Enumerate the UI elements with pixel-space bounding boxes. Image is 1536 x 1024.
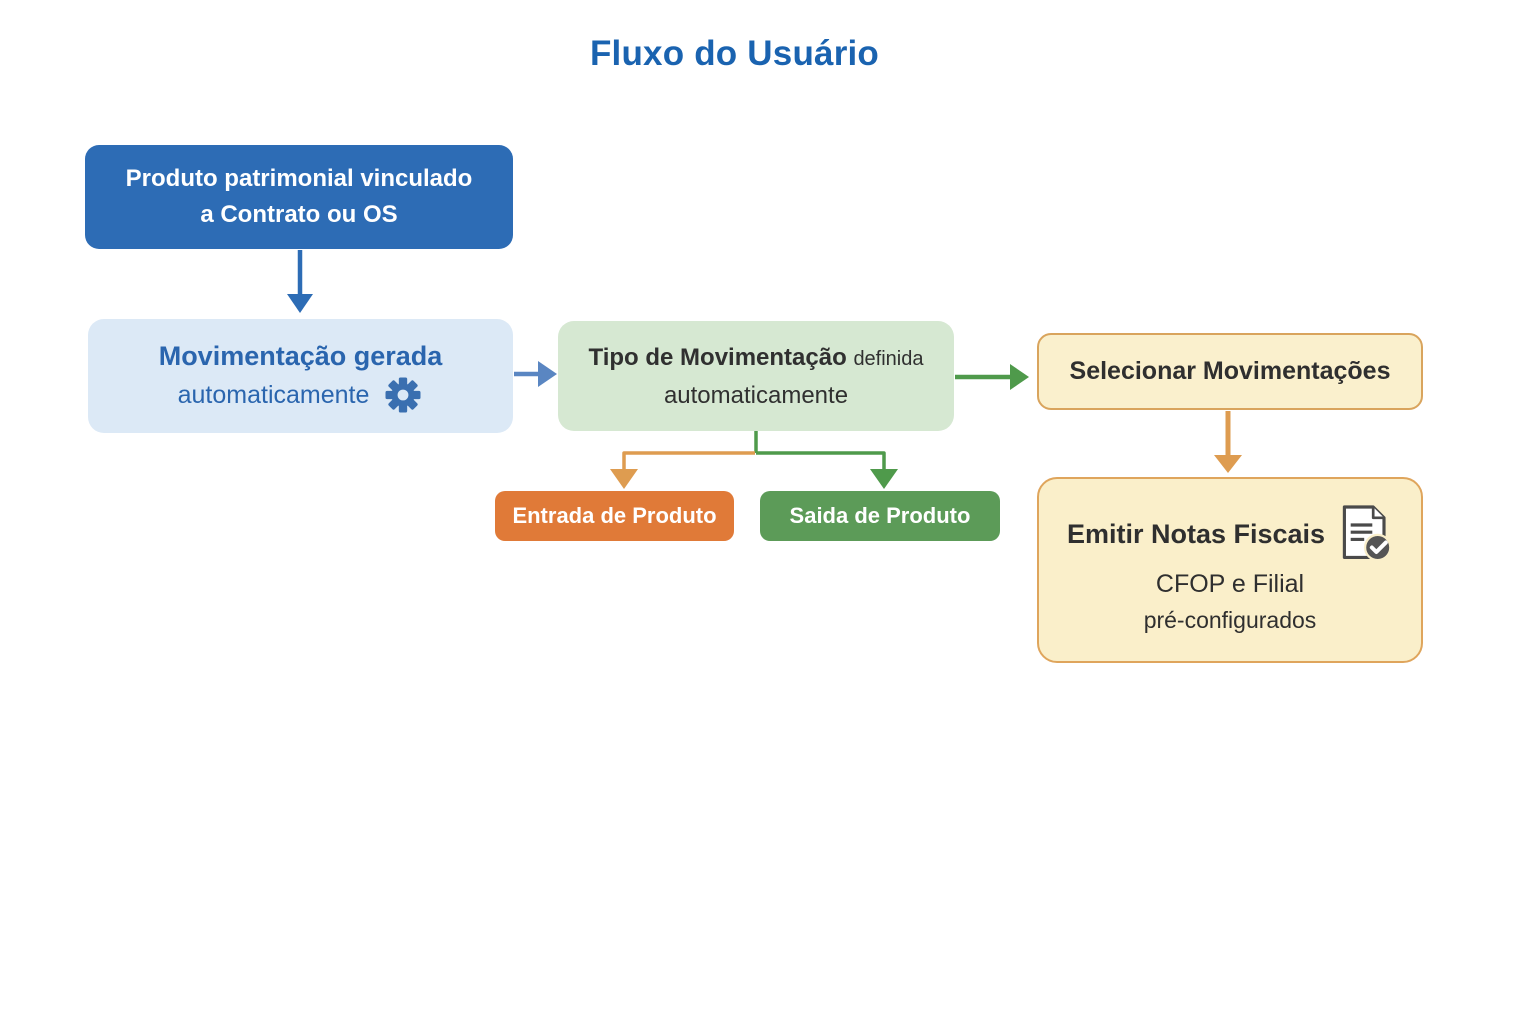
node-entrada-produto: Entrada de Produto <box>495 491 734 541</box>
node-saida-produto: Saida de Produto <box>760 491 1000 541</box>
node-produto-line2: a Contrato ou OS <box>200 201 398 228</box>
node-saida-label: Saida de Produto <box>789 503 971 528</box>
node-emitir-line3: pré-configurados <box>1143 607 1317 633</box>
arrow-right-lightblue <box>514 361 557 387</box>
node-selecionar-movimentacoes: Selecionar Movimentações <box>1037 333 1423 410</box>
node-selecionar-label: Selecionar Movimentações <box>1069 357 1391 385</box>
arrow-right-green <box>955 364 1029 390</box>
node-tipo-suffix: definida <box>853 347 924 370</box>
node-emitir-notas-fiscais: Emitir Notas Fiscais CFOP e Filial pré-c… <box>1037 477 1423 663</box>
node-movimentacao-line2: automaticamente <box>177 381 370 409</box>
arrow-down-blue <box>287 250 313 313</box>
node-tipo-line2: automaticamente <box>663 381 849 409</box>
node-produto-patrimonial: Produto patrimonial vinculado a Contrato… <box>85 145 513 249</box>
page-title: Fluxo do Usuário <box>589 34 880 73</box>
node-produto-line1: Produto patrimonial vinculado <box>125 165 473 192</box>
node-movimentacao-gerada: Movimentação gerada automaticamente <box>88 319 513 433</box>
node-tipo-movimentacao: Tipo de Movimentação definida automatica… <box>558 321 954 431</box>
document-check-icon <box>1339 503 1393 565</box>
node-movimentacao-line1: Movimentação gerada <box>158 341 443 371</box>
node-emitir-line1: Emitir Notas Fiscais <box>1066 519 1326 549</box>
node-tipo-title: Tipo de Movimentação <box>588 343 847 371</box>
arrow-down-orange <box>1214 411 1242 473</box>
gear-icon <box>383 375 423 415</box>
node-emitir-line2: CFOP e Filial <box>1155 570 1305 598</box>
node-entrada-label: Entrada de Produto <box>512 503 717 528</box>
split-connector <box>610 431 898 489</box>
